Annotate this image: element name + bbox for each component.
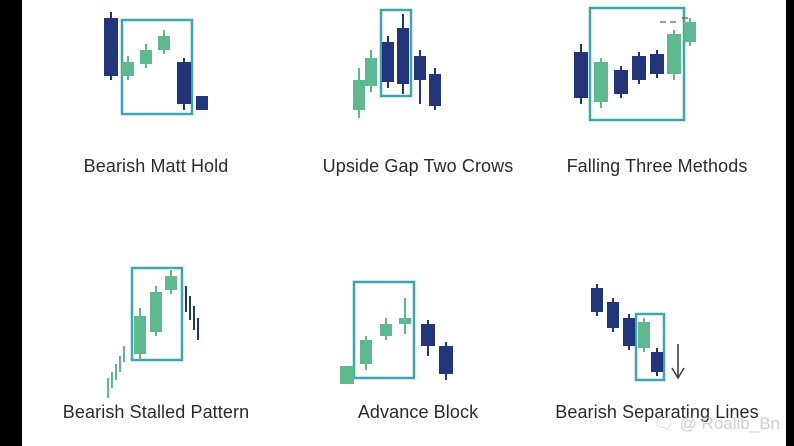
bullish-candle bbox=[594, 62, 608, 102]
candles-bearish-separating-lines bbox=[591, 284, 685, 382]
highlight-box bbox=[130, 266, 184, 362]
pattern-bearish-separating-lines: Bearish Separating Lines bbox=[532, 220, 786, 446]
bullish-candle bbox=[399, 318, 411, 324]
bullish-candle bbox=[353, 80, 365, 110]
pattern-bearish-matt-hold: Bearish Matt Hold bbox=[22, 0, 272, 200]
bearish-candle bbox=[397, 28, 409, 84]
bearish-candle bbox=[591, 288, 603, 312]
bullish-candle bbox=[667, 34, 681, 74]
pattern-upside-gap-two-crows: Upside Gap Two Crows bbox=[272, 0, 532, 200]
candles-falling-three-methods bbox=[574, 6, 696, 122]
watermark: 🗨 @ Roalib_Bn bbox=[653, 414, 780, 434]
pattern-label: Falling Three Methods bbox=[566, 156, 748, 176]
highlight-box bbox=[588, 6, 686, 122]
candles-upside-gap-two-crows bbox=[353, 8, 441, 118]
bullish-candle bbox=[165, 276, 177, 290]
bearish-candle bbox=[429, 74, 441, 106]
bullish-candle bbox=[638, 322, 650, 348]
bearish-candle bbox=[623, 318, 635, 346]
chat-icon: 🗨 bbox=[653, 414, 675, 433]
bearish-candle bbox=[104, 18, 118, 76]
bearish-candle bbox=[177, 62, 191, 104]
bullish-candle bbox=[140, 50, 152, 64]
pattern-label: Bearish Separating Lines bbox=[555, 402, 759, 422]
pattern-label: Bearish Matt Hold bbox=[83, 156, 229, 176]
bearish-candle bbox=[632, 56, 646, 80]
candles-bearish-matt-hold bbox=[104, 12, 208, 116]
bullish-candle bbox=[150, 292, 162, 332]
candles-advance-block bbox=[340, 280, 453, 384]
bearish-candle bbox=[421, 324, 435, 346]
bullish-candle bbox=[158, 36, 170, 50]
down-arrow-icon bbox=[671, 344, 685, 380]
pattern-label: Upside Gap Two Crows bbox=[322, 156, 514, 176]
bullish-candle bbox=[340, 366, 354, 384]
candles-bearish-stalled bbox=[107, 266, 199, 398]
bearish-candle bbox=[607, 302, 619, 328]
bearish-candle bbox=[196, 96, 208, 110]
bearish-candle bbox=[382, 42, 394, 82]
bearish-candle bbox=[651, 352, 663, 372]
bearish-candle bbox=[574, 52, 588, 98]
bearish-candle bbox=[439, 346, 453, 374]
bearish-candle bbox=[650, 54, 664, 74]
pattern-label: Advance Block bbox=[357, 402, 479, 422]
highlight-box bbox=[352, 280, 416, 380]
highlight-box bbox=[379, 8, 413, 98]
pattern-falling-three-methods: Falling Three Methods bbox=[532, 0, 786, 200]
bearish-candle bbox=[414, 56, 426, 80]
bullish-candle bbox=[122, 62, 134, 76]
bullish-candle bbox=[134, 316, 146, 354]
bullish-candle bbox=[360, 340, 372, 364]
highlight-box bbox=[634, 312, 666, 382]
bearish-candle bbox=[614, 70, 628, 94]
pattern-bearish-stalled: Bearish Stalled Pattern bbox=[22, 220, 272, 446]
pattern-label: Bearish Stalled Pattern bbox=[62, 402, 250, 422]
bullish-candle bbox=[380, 324, 392, 336]
watermark-text: @ Roalib_Bn bbox=[679, 414, 780, 433]
bullish-candle bbox=[365, 58, 377, 86]
patterns-canvas: Bearish Matt Hold Upside Gap Two Crows bbox=[22, 0, 786, 446]
bullish-candle bbox=[684, 22, 696, 42]
pattern-advance-block: Advance Block bbox=[272, 220, 532, 446]
